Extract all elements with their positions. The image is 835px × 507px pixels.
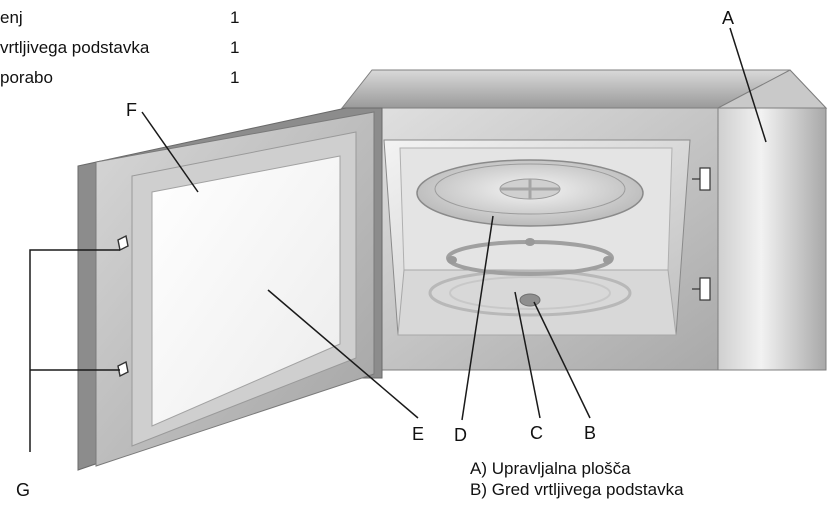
parts-list-qty-1: 1 (230, 8, 240, 27)
legend-item-a: A) Upravljalna plošča (470, 459, 631, 478)
parts-list-item-2: vrtljivega podstavka (0, 38, 150, 57)
roller-wheel (447, 256, 457, 264)
floor-ring (428, 269, 632, 317)
label-f: F (126, 100, 137, 120)
leader-lines (29, 27, 767, 452)
floor-ring-inner (449, 276, 611, 310)
label-c: C (530, 423, 543, 443)
parts-list-qty-3: 1 (230, 68, 240, 87)
parts-list-item-3: porabo (0, 68, 53, 87)
legend-item-b: B) Gred vrtljivega podstavka (470, 480, 684, 499)
parts-list-qty-2: 1 (230, 38, 240, 57)
roller-wheel (603, 256, 613, 264)
label-b: B (584, 423, 596, 443)
control-panel (717, 107, 827, 371)
parts-list-item-1: enj (0, 8, 23, 27)
label-d: D (454, 425, 467, 445)
interlock-slot-bottom (699, 277, 711, 301)
control-panel-top (717, 69, 828, 109)
door-hook-top (117, 234, 129, 252)
glass-tray-rim (434, 163, 626, 215)
roller-wheel (525, 238, 535, 246)
label-a: A (722, 8, 734, 28)
door-window (151, 155, 341, 427)
interlock-slot-top (699, 167, 711, 191)
label-e: E (412, 424, 424, 444)
label-g: G (16, 480, 30, 500)
door-hook-bottom (117, 360, 129, 378)
turntable-shaft (519, 293, 541, 307)
